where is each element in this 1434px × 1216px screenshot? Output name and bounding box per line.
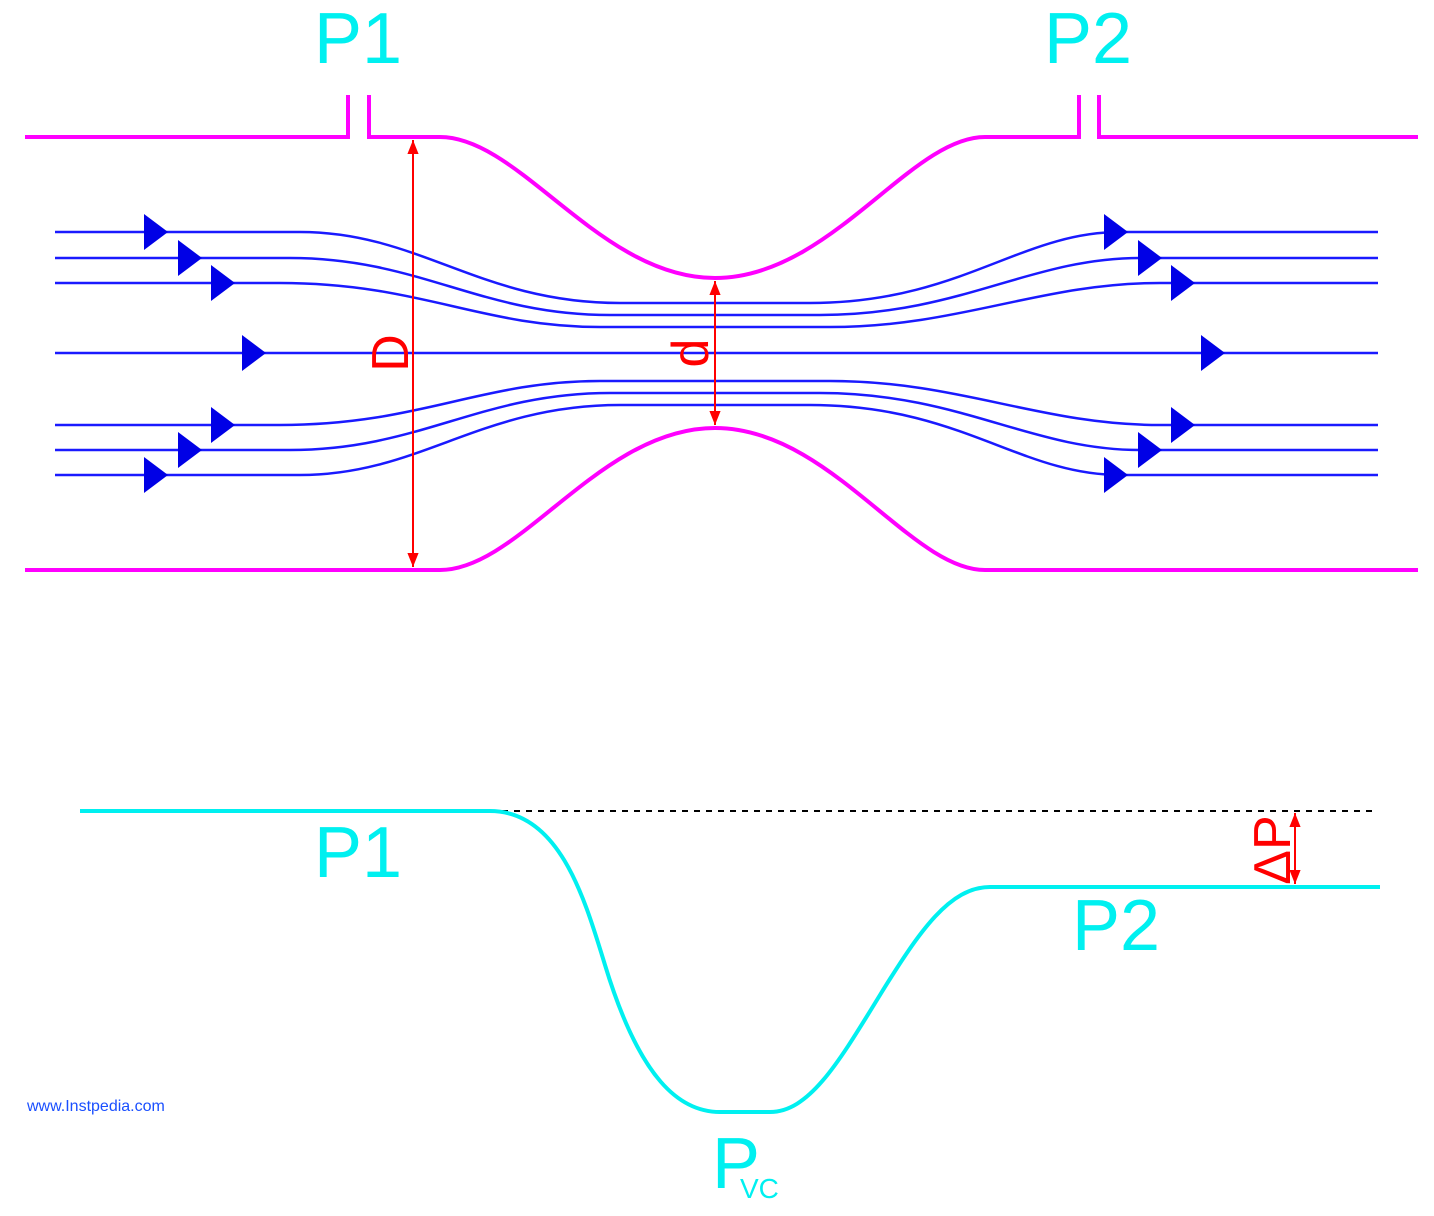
flow-arrow-icon	[178, 432, 202, 468]
flow-arrow-icon	[144, 457, 168, 493]
flow-arrow-icon	[1104, 457, 1128, 493]
pressure-profile-curve	[80, 809, 1380, 1114]
flow-arrow-icon	[1138, 432, 1162, 468]
site-credit: www.Instpedia.com	[27, 1098, 165, 1115]
vena-contracta-pressure-label: P VC	[712, 1124, 779, 1204]
downstream-tap-label: P2	[1044, 0, 1132, 79]
flow-arrow-icon	[178, 240, 202, 276]
dimensions	[407, 140, 1301, 884]
flow-arrows	[144, 214, 1225, 493]
flow-arrow-icon	[211, 407, 235, 443]
pipe-diameter-label: D	[362, 334, 420, 372]
flow-arrow-icon	[144, 214, 168, 250]
flow-arrow-icon	[211, 265, 235, 301]
flow-arrow-icon	[242, 335, 266, 371]
flow-arrow-icon	[1171, 407, 1195, 443]
delta-p-label: ΔP	[1244, 815, 1302, 884]
flow-arrow-icon	[1104, 214, 1128, 250]
flow-arrow-icon	[1138, 240, 1162, 276]
downstream-pressure-label: P2	[1072, 886, 1160, 966]
flow-arrow-icon	[1201, 335, 1225, 371]
throat-diameter-label: d	[662, 339, 720, 368]
upstream-tap-label: P1	[314, 0, 402, 79]
pipe-bottom-wall	[25, 425, 1418, 572]
flow-arrow-icon	[1171, 265, 1195, 301]
pvc-main-label: P	[712, 1124, 760, 1204]
pipe-top-wall	[25, 95, 1418, 281]
upstream-pressure-label: P1	[314, 813, 402, 893]
pvc-subscript-label: VC	[740, 1173, 779, 1204]
pipe-walls	[25, 95, 1418, 572]
